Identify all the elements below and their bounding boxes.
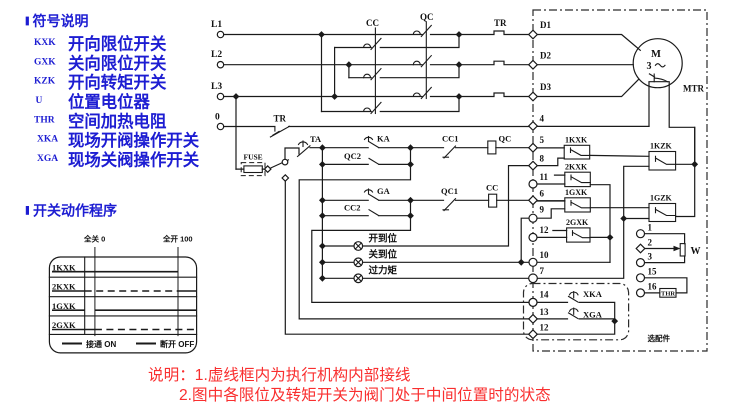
svg-text:12: 12: [540, 225, 550, 235]
svg-text:M: M: [651, 49, 661, 60]
svg-text:3: 3: [648, 252, 653, 262]
svg-text:1: 1: [648, 223, 653, 233]
svg-text:D3: D3: [540, 82, 551, 92]
svg-text:位置电位器: 位置电位器: [68, 93, 151, 112]
svg-text:6: 6: [540, 189, 545, 199]
svg-text:2KXK: 2KXK: [565, 163, 588, 172]
svg-text:开到位: 开到位: [369, 232, 398, 244]
svg-text:QC2: QC2: [344, 151, 361, 161]
svg-text:XGA: XGA: [583, 309, 603, 319]
svg-text:QC: QC: [499, 134, 512, 144]
svg-text:U: U: [36, 96, 43, 106]
svg-text:D2: D2: [540, 51, 551, 61]
svg-text:现场开阀操作开关: 现场开阀操作开关: [68, 131, 200, 150]
svg-text:开关动作程序: 开关动作程序: [33, 203, 117, 219]
svg-text:说明：1.虚线框内为执行机构内部接线: 说明：1.虚线框内为执行机构内部接线: [148, 366, 411, 384]
svg-text:XKA: XKA: [37, 135, 58, 145]
svg-text:全关 0: 全关 0: [83, 234, 105, 244]
svg-text:选配件: 选配件: [648, 333, 671, 343]
svg-text:开向限位开关: 开向限位开关: [68, 35, 167, 54]
svg-text:1KZK: 1KZK: [650, 142, 673, 151]
svg-text:L3: L3: [211, 82, 222, 92]
svg-text:THR: THR: [34, 115, 55, 125]
svg-text:D1: D1: [540, 20, 551, 30]
svg-text:CC2: CC2: [344, 202, 361, 212]
svg-text:W: W: [691, 246, 701, 257]
svg-text:KZK: KZK: [34, 77, 56, 87]
svg-text:KXK: KXK: [34, 38, 56, 48]
svg-text:关到位: 关到位: [369, 249, 398, 261]
svg-text:1GXK: 1GXK: [565, 188, 588, 197]
svg-text:8: 8: [540, 154, 545, 164]
svg-text:15: 15: [648, 267, 658, 277]
svg-text:9: 9: [540, 205, 545, 215]
svg-text:空间加热电阻: 空间加热电阻: [68, 112, 167, 131]
svg-text:1KXK: 1KXK: [52, 262, 76, 272]
svg-text:现场关阀操作开关: 现场关阀操作开关: [68, 150, 200, 169]
svg-text:11: 11: [540, 172, 549, 182]
svg-text:接通 ON: 接通 ON: [86, 339, 116, 349]
svg-text:TR: TR: [274, 113, 287, 123]
svg-text:断开 OFF: 断开 OFF: [160, 339, 194, 349]
svg-text:XGA: XGA: [37, 154, 58, 164]
svg-text:5: 5: [540, 135, 545, 145]
svg-text:THR: THR: [661, 291, 675, 298]
svg-text:2GXK: 2GXK: [566, 218, 589, 227]
svg-text:1GZK: 1GZK: [650, 194, 673, 203]
svg-text:CC1: CC1: [442, 134, 459, 144]
svg-text:14: 14: [540, 290, 550, 300]
svg-text:MTR: MTR: [683, 84, 704, 94]
svg-text:CC: CC: [366, 18, 379, 28]
svg-text:开向转矩开关: 开向转矩开关: [68, 73, 167, 92]
svg-text:TA: TA: [310, 134, 322, 144]
svg-text:CC: CC: [486, 183, 498, 193]
svg-text:0: 0: [215, 113, 220, 123]
svg-text:L2: L2: [211, 50, 222, 60]
svg-text:7: 7: [540, 266, 545, 276]
svg-text:TR: TR: [494, 18, 507, 28]
svg-text:过力矩: 过力矩: [369, 265, 398, 277]
svg-text:GA: GA: [377, 186, 391, 196]
svg-text:QC1: QC1: [441, 186, 458, 196]
svg-text:2.图中各限位及转矩开关为阀门处于中间位置时的状态: 2.图中各限位及转矩开关为阀门处于中间位置时的状态: [179, 386, 551, 404]
svg-text:10: 10: [540, 250, 550, 260]
svg-text:2GXK: 2GXK: [52, 320, 76, 330]
svg-text:2KXK: 2KXK: [52, 282, 76, 292]
svg-text:1GXK: 1GXK: [52, 301, 76, 311]
svg-text:KA: KA: [377, 134, 391, 144]
svg-text:12: 12: [540, 323, 550, 333]
svg-text:16: 16: [648, 282, 658, 292]
svg-text:关向限位开关: 关向限位开关: [68, 54, 167, 73]
svg-text:GXK: GXK: [34, 57, 56, 67]
svg-text:1KXK: 1KXK: [565, 136, 588, 145]
svg-text:FUSE: FUSE: [244, 153, 263, 162]
svg-text:XKA: XKA: [583, 289, 603, 299]
svg-text:4: 4: [540, 114, 545, 124]
svg-text:3: 3: [647, 61, 652, 72]
svg-text:2: 2: [648, 238, 653, 248]
svg-text:13: 13: [540, 307, 550, 317]
svg-text:L1: L1: [211, 20, 222, 30]
svg-text:QC: QC: [420, 12, 434, 22]
svg-text:符号说明: 符号说明: [32, 13, 89, 29]
svg-text:全开 100: 全开 100: [162, 234, 193, 244]
